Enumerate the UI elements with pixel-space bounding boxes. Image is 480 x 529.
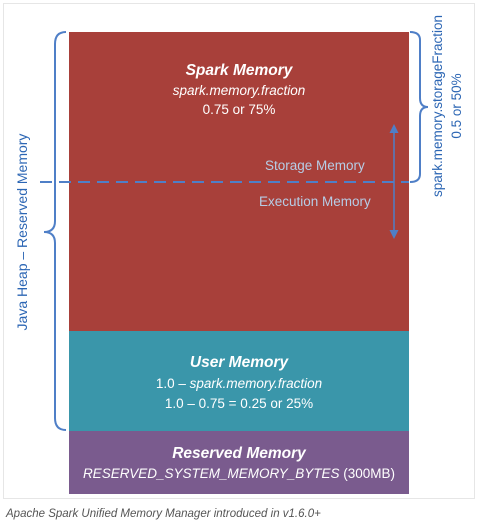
user-memory-formula: 1.0 – spark.memory.fraction [69,376,409,391]
spark-memory-title: Spark Memory [185,62,293,79]
storage-fraction-config: spark.memory.storageFraction [430,14,445,198]
spark-memory-fraction-config: spark.memory.fraction [172,83,306,98]
user-memory-calculation: 1.0 – 0.75 = 0.25 or 25% [164,396,314,411]
double-arrow-icon [389,124,399,239]
storage-fraction-label: spark.memory.storageFraction 0.5 or 50% [428,15,466,197]
reserved-memory-title: Reserved Memory [172,445,306,462]
storage-memory-label: Storage Memory [265,158,365,173]
spark-memory-fraction-value: 0.75 or 75% [202,102,276,117]
figure-caption: Apache Spark Unified Memory Manager intr… [6,508,321,520]
reserved-memory-block: Reserved Memory RESERVED_SYSTEM_MEMORY_B… [69,431,409,494]
user-memory-title: User Memory [189,354,289,371]
left-brace-icon [43,31,67,431]
reserved-memory-config: RESERVED_SYSTEM_MEMORY_BYTES [82,466,340,481]
user-memory-formula-prefix: 1.0 – [155,376,190,391]
user-memory-fraction-config: spark.memory.fraction [189,376,323,391]
storage-fraction-value: 0.5 or 50% [449,73,464,139]
right-brace-icon [409,31,429,183]
reserved-memory-detail: RESERVED_SYSTEM_MEMORY_BYTES (300MB) [69,466,409,481]
execution-memory-label: Execution Memory [259,194,371,209]
java-heap-label: Java Heap – Reserved Memory [14,133,30,331]
reserved-memory-size: (300MB) [339,466,396,481]
user-memory-block: User Memory 1.0 – spark.memory.fraction … [69,331,409,431]
